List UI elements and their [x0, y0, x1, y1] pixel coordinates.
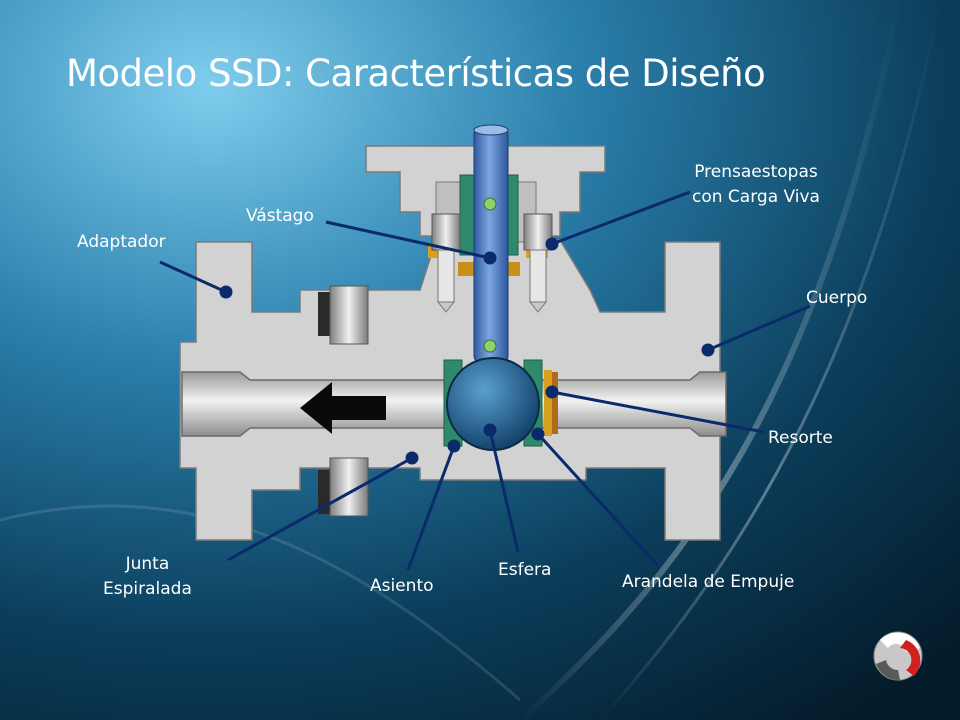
label-junta-espiralada: Junta Espiralada: [103, 554, 192, 599]
label-resorte: Resorte: [768, 428, 833, 448]
company-logo-icon: [873, 631, 923, 681]
stem-top: [473, 124, 509, 136]
gland-stud-left: [431, 213, 461, 313]
gold-ring-left: [458, 262, 478, 276]
label-cuerpo: Cuerpo: [806, 288, 868, 308]
label-prensaestopas: Prensaestopas con Carga Viva: [692, 162, 820, 207]
thrust-washer: [544, 370, 552, 436]
adapter-bolt-lower: [318, 457, 369, 517]
label-esfera: Esfera: [498, 560, 552, 580]
gland-stud-right: [523, 213, 553, 313]
left-arrow-icon: [300, 382, 386, 434]
label-arandela-de-empuje: Arandela de Empuje: [622, 572, 795, 592]
stem-pin-lower: [483, 339, 497, 353]
label-asiento: Asiento: [370, 576, 434, 596]
ball: [446, 357, 540, 451]
stem-pin-upper: [483, 197, 497, 211]
adapter-bolt-upper: [318, 285, 369, 345]
label-adaptador: Adaptador: [77, 232, 166, 252]
leader-lines: [159, 190, 811, 571]
stem: [473, 127, 509, 363]
spring: [552, 372, 558, 434]
slide-title: Modelo SSD: Características de Diseño: [66, 52, 766, 95]
label-vastago: Vástago: [246, 206, 314, 226]
